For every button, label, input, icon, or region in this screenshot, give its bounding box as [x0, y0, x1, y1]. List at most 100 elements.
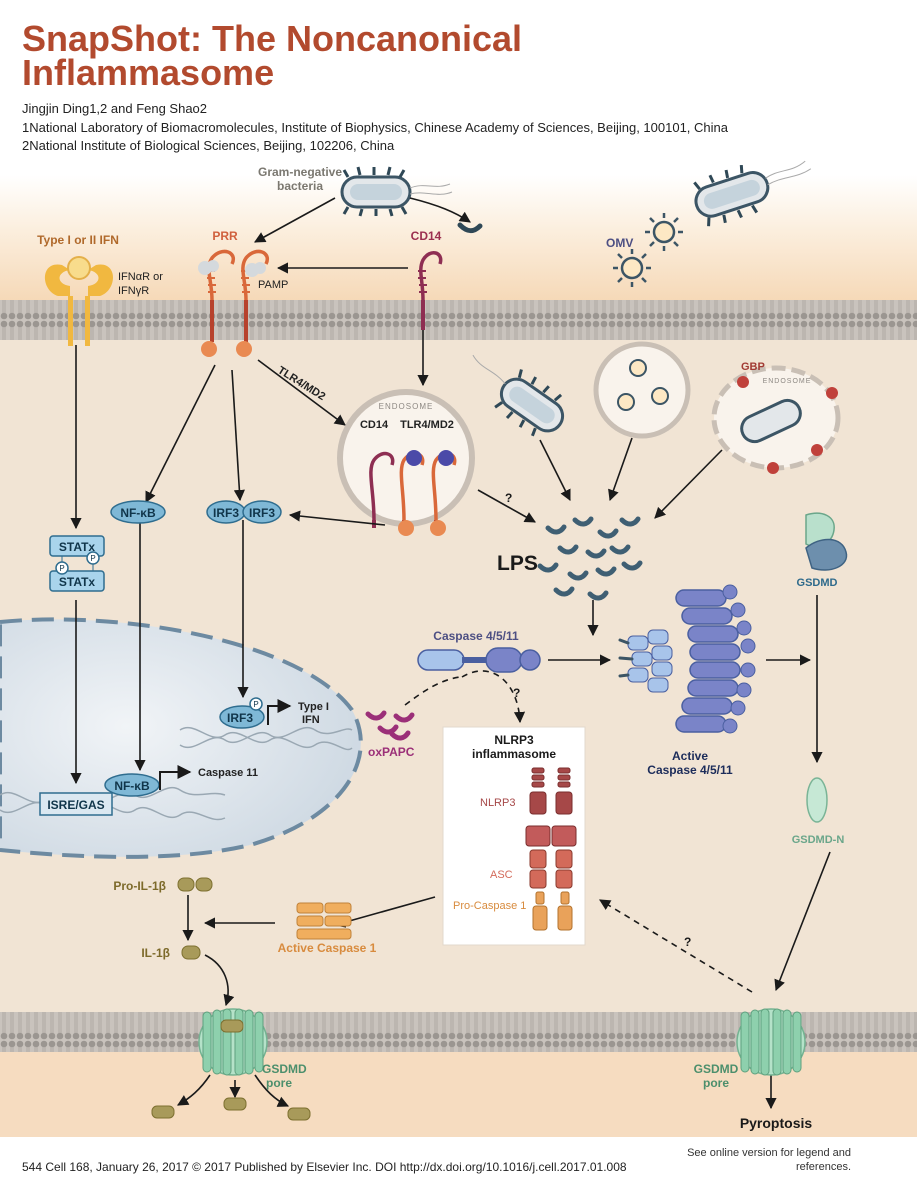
type-ifn-label: Type I or II IFN: [37, 233, 119, 247]
type-i-ifn-label-2: IFN: [302, 714, 320, 726]
arrow-release-right: [254, 1074, 290, 1107]
ifn-receptor-label-2: IFNγR: [118, 285, 149, 297]
active-caspase-label-2: Caspase 4/5/11: [647, 763, 733, 777]
arrow-endosome-irf3: [288, 510, 386, 526]
plasma-membrane-top: [0, 300, 917, 340]
endosome-tir-domains: [398, 520, 446, 536]
gsdmd-pore-left-label-2: pore: [266, 1076, 292, 1090]
nlrp3-inflammasome-title-2: inflammasome: [472, 747, 556, 761]
gram-negative-bacterium: [340, 166, 453, 217]
arrow-vacuole-lps: [608, 437, 633, 502]
nfkb-cytosol: [110, 500, 166, 524]
pro-caspase-1-label: Pro-Caspase 1: [453, 900, 526, 912]
endosome-tlr4: [337, 389, 475, 528]
arrow-prr-irf3: [231, 369, 245, 502]
dna-helix-irf3: [179, 727, 353, 751]
oxpapc-molecules: [365, 710, 415, 741]
statx-label-2: STATx: [59, 575, 96, 589]
arrow-bacteria-cd14: [409, 197, 471, 223]
cd14-endosome-label: CD14: [360, 419, 389, 431]
type-i-ifn-label-1: Type I: [298, 701, 329, 713]
prr-label: PRR: [212, 229, 238, 243]
arrow-oxpapc-nlrp3: [461, 670, 526, 724]
gsdmd-label: GSDMD: [797, 577, 838, 589]
gram-negative-label: Gram-negative: [258, 165, 342, 179]
asc-label: ASC: [490, 869, 513, 881]
caspase-4-5-11-monomer: [417, 647, 541, 673]
footnote: See online version for legend and refere…: [687, 1147, 851, 1173]
arrow-bacterium-lps: [539, 439, 571, 502]
phospho-label-2: P: [59, 564, 64, 573]
cd14-label: CD14: [411, 229, 442, 243]
pyroptosis-label: Pyroptosis: [740, 1115, 813, 1131]
irf3-dimer: [206, 500, 282, 524]
arrow-prr-endosome: [257, 359, 346, 426]
nlrp3-label: NLRP3: [480, 797, 515, 809]
question-mark-3: ?: [684, 935, 691, 949]
irf3-nuclear-label: IRF3: [227, 711, 253, 725]
affiliation-1: 1National Laboratory of Biomacromolecule…: [22, 120, 728, 135]
il1b: [181, 945, 201, 960]
arrow-il1b-pore: [204, 954, 235, 1007]
statx-dimer: [49, 535, 105, 592]
prr-receptor: [207, 249, 270, 301]
arrow-gbp-lps: [654, 449, 723, 519]
gsdmd-protein: [805, 512, 848, 571]
cytosolic-bacterium: [472, 354, 565, 437]
irf3-label-a: IRF3: [213, 506, 239, 520]
active-caspase-label-1: Active: [672, 749, 708, 763]
gsdmd-pore-left-label-1: GSDMD: [262, 1062, 307, 1076]
phospho-label-1: P: [90, 554, 95, 563]
pamp-cloud: [198, 260, 266, 277]
question-mark-1: ?: [505, 491, 512, 505]
irf3-nuclear: [219, 697, 292, 729]
caspase-11-gene-label: Caspase 11: [198, 767, 258, 779]
journal-logo: Cell: [699, 12, 861, 122]
prr-transmembrane: [201, 300, 252, 357]
active-caspase-1: [296, 902, 352, 940]
active-caspase-oligomer: [618, 584, 756, 734]
nlrp3-inflammasome-title-1: NLRP3: [494, 733, 534, 747]
affiliation-2: 2National Institute of Biological Scienc…: [22, 138, 395, 153]
gbp-dot: [737, 376, 749, 388]
caspase-label: Caspase 4/5/11: [433, 629, 519, 643]
endosome-2-label: ENDOSOME: [763, 378, 812, 385]
nlrp3-complex: [525, 767, 577, 931]
gsdmd-n-label: GSDMD-N: [792, 834, 845, 846]
gsdmd-n-fragment: [806, 777, 828, 823]
omv-label: OMV: [606, 236, 633, 250]
isre-gas-label: ISRE/GAS: [47, 798, 104, 812]
omv-vacuole: [593, 341, 691, 439]
nfkb-nuclear: [104, 765, 192, 797]
gbp-endosome: [711, 365, 841, 474]
active-caspase-1-label: Active Caspase 1: [278, 941, 377, 955]
gbp-label: GBP: [741, 361, 765, 373]
isre-gas-box: [39, 792, 113, 816]
arrow-bacteria-prr: [254, 197, 336, 243]
arrow-release-left: [177, 1074, 211, 1106]
lps-label: LPS: [497, 552, 538, 575]
gsdmd-pore-right-label-2: pore: [703, 1076, 729, 1090]
cd14-receptor: [418, 251, 443, 330]
gsdmd-pore-left: [198, 1008, 268, 1076]
page-title: SnapShot: The Noncanonical Inflammasome: [22, 18, 523, 93]
omv-vesicle: [620, 220, 676, 280]
released-il1b: [151, 1097, 311, 1121]
irf3-label-b: IRF3: [249, 506, 275, 520]
arrow-pyroptosis-nlrp3: [599, 899, 753, 993]
gsdmd-pore-right: [736, 1008, 806, 1076]
question-mark-2: ?: [513, 686, 520, 700]
nfkb-label: NF-κB: [120, 506, 156, 520]
phospho-label-3: P: [253, 700, 258, 709]
pamp-label: PAMP: [258, 279, 288, 291]
nfkb-nuclear-label: NF-κB: [114, 779, 150, 793]
pro-il1b-label: Pro-IL-1β: [113, 879, 166, 893]
pro-il1b: [177, 877, 213, 892]
il1b-label: IL-1β: [141, 946, 170, 960]
arrow-gsdmdn-pore: [774, 851, 831, 992]
header: SnapShot: The Noncanonical Inflammasome …: [0, 0, 917, 175]
lps-fragment: [457, 222, 483, 234]
lps-cluster: [537, 516, 643, 601]
arrow-prr-nfkb: [145, 364, 216, 504]
